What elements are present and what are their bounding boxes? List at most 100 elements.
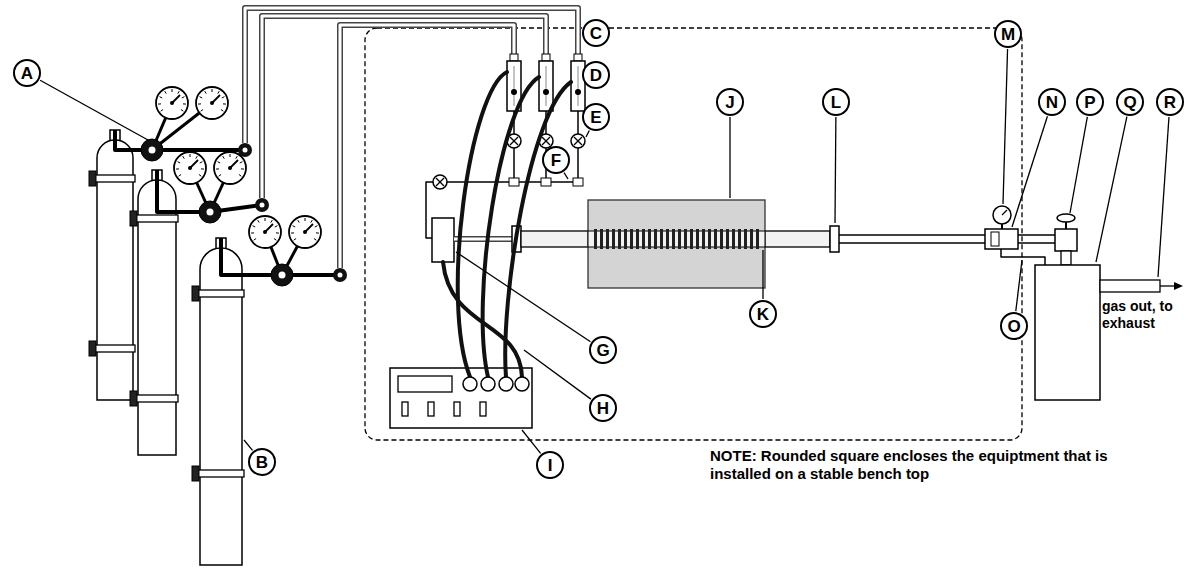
- valve-mark: [574, 137, 582, 145]
- gauge-tick: [223, 156, 225, 159]
- exhaust-arrowhead: [1174, 282, 1183, 290]
- fitting-nut: [991, 232, 999, 246]
- strap-bracket: [89, 341, 96, 356]
- cylinder-strap: [95, 175, 135, 182]
- gauge-tick: [200, 162, 203, 163]
- outlet-valve-core: [338, 273, 343, 278]
- gauge-tick: [271, 220, 273, 223]
- exhaust-label: gas out, to exhaust: [1102, 298, 1182, 332]
- heater-coil: [630, 229, 633, 249]
- exhaust-pipe: [1100, 280, 1160, 292]
- pressure-gauge: [289, 216, 321, 248]
- strap-bracket: [130, 391, 137, 406]
- heater-coil: [606, 229, 609, 249]
- manifold: [551, 181, 573, 183]
- heater-coil: [672, 229, 675, 249]
- heater-coil: [750, 229, 753, 249]
- callout-letter: F: [551, 152, 561, 169]
- valve-knob: [1057, 214, 1075, 222]
- gauge-hub: [210, 101, 214, 105]
- gauge-tick: [200, 97, 203, 98]
- callout-letter: B: [256, 454, 268, 471]
- heater-coil: [642, 229, 645, 249]
- outlet-tube: [1018, 234, 1055, 235]
- heater-coil: [702, 229, 705, 249]
- gauge-tick: [176, 168, 179, 169]
- bypass-line: [1001, 249, 1045, 265]
- gauge-hub: [170, 101, 174, 105]
- gauge-tick: [294, 238, 296, 240]
- outlet-tube: [839, 242, 985, 243]
- gauge-tick: [316, 232, 319, 233]
- flange: [830, 226, 839, 252]
- leader-line: [1096, 117, 1127, 262]
- controller-socket: [499, 377, 513, 391]
- regulator-core: [149, 147, 156, 154]
- callout-letter: C: [590, 25, 602, 42]
- leader-line: [564, 173, 568, 179]
- outlet-valve: [255, 198, 269, 212]
- gauge-tick: [311, 220, 313, 223]
- gauge-hub: [228, 166, 232, 170]
- heater-coil: [732, 229, 735, 249]
- shutoff-valve: [433, 175, 447, 189]
- gauge-tick: [239, 174, 241, 176]
- controller-switch: [402, 402, 408, 416]
- flowmeter-fitting: [574, 54, 582, 61]
- tube-furnace: [588, 200, 765, 288]
- outlet-tube: [839, 234, 985, 235]
- gauge-hub: [303, 230, 307, 234]
- callout-circle: N: [1038, 88, 1066, 116]
- mixing-box: [432, 218, 454, 262]
- gauge-tick: [236, 156, 238, 159]
- flowmeter-scale: [578, 66, 579, 106]
- heater-coil: [726, 229, 729, 249]
- callout-circle: F: [542, 146, 570, 174]
- gas-tube-bore: [245, 8, 578, 143]
- flowmeter-float: [511, 89, 517, 95]
- callout-letter: E: [590, 109, 601, 126]
- gauge-tick: [254, 238, 256, 240]
- signal-cable: [505, 82, 571, 377]
- flowmeter-float: [543, 89, 549, 95]
- gas-tube-bore: [262, 16, 546, 198]
- heater-coil: [660, 229, 663, 249]
- outlet-valve-core: [243, 148, 248, 153]
- signal-cable: [483, 77, 539, 377]
- gauge-tick: [178, 91, 180, 94]
- gauge-tick: [212, 89, 213, 92]
- outlet-valve: [333, 268, 347, 282]
- callout-circle: M: [994, 20, 1022, 48]
- pressure-gauge: [196, 87, 228, 119]
- leader-line: [1158, 117, 1169, 277]
- callout-circle: Q: [1116, 88, 1144, 116]
- regulator-body: [199, 201, 221, 223]
- gauge-tick: [178, 162, 181, 163]
- tee-fitting: [985, 229, 1018, 249]
- callout-letter: L: [831, 94, 841, 111]
- quartz-tube: [521, 231, 830, 247]
- gauge-tick: [161, 109, 163, 111]
- heater-coil: [696, 229, 699, 249]
- pressure-gauge: [249, 216, 281, 248]
- callout-letter: O: [1007, 318, 1020, 335]
- gauge-tick: [298, 220, 300, 223]
- controller-switch: [454, 402, 460, 416]
- strap-bracket: [89, 171, 96, 186]
- heater-coil: [594, 229, 597, 249]
- heater-coil: [690, 229, 693, 249]
- leader-line: [524, 350, 591, 399]
- heater-coil: [756, 229, 759, 249]
- callout-circle: R: [1156, 88, 1184, 116]
- drop-pipe: [1061, 251, 1071, 265]
- callout-circle: G: [589, 336, 617, 364]
- flowmeter-scale: [514, 66, 515, 106]
- regulator-core: [207, 209, 214, 216]
- outlet-valve-core: [260, 203, 265, 208]
- gauge-tick: [218, 162, 221, 163]
- flowmeter-fitting: [542, 54, 550, 61]
- flowmeter-scale: [546, 66, 547, 106]
- leader-line: [729, 117, 730, 198]
- flowmeter: [539, 61, 553, 111]
